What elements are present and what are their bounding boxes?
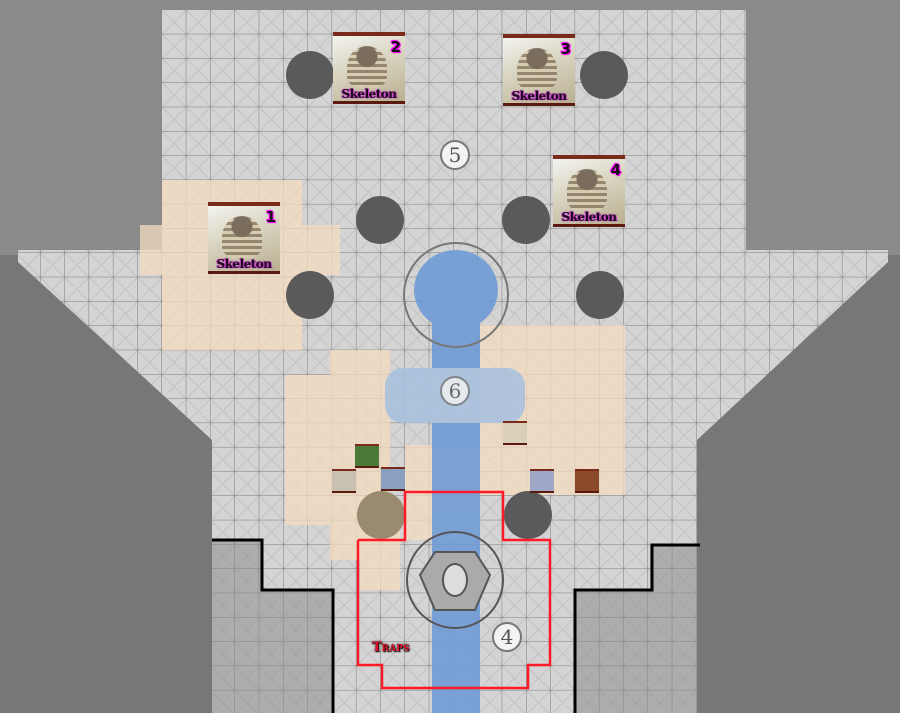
fountain-ring (403, 242, 509, 348)
hero-token[interactable] (381, 467, 405, 491)
water-channel (385, 250, 525, 713)
hero-token[interactable] (355, 444, 379, 468)
skeleton-token-2[interactable]: 2 Skeleton (333, 32, 405, 104)
wall-lines (212, 538, 700, 713)
skeleton-token-1[interactable]: 1 Skeleton (208, 202, 280, 274)
hero-token[interactable] (332, 469, 356, 493)
hero-token[interactable] (575, 469, 599, 493)
token-number: 1 (265, 208, 276, 226)
token-name: Skeleton (561, 210, 617, 224)
token-name: Skeleton (511, 89, 567, 103)
trap-outline (356, 490, 552, 690)
rock-right (697, 255, 900, 713)
skeleton-portrait (222, 216, 262, 258)
skeleton-portrait (517, 48, 557, 90)
skeleton-portrait (567, 169, 607, 211)
token-name: Skeleton (341, 87, 397, 101)
token-number: 2 (390, 38, 401, 56)
room-marker-5: 5 (440, 140, 470, 170)
skeleton-portrait (347, 46, 387, 88)
room-marker-4: 4 (492, 622, 522, 652)
rock-left (0, 255, 212, 713)
token-number: 4 (610, 161, 621, 179)
hero-token[interactable] (503, 421, 527, 445)
traps-label: Traps (372, 640, 410, 655)
room-marker-6: 6 (440, 376, 470, 406)
token-number: 3 (560, 40, 571, 58)
skeleton-token-3[interactable]: 3 Skeleton (503, 34, 575, 106)
statue-icon (406, 531, 504, 629)
hero-token[interactable] (530, 469, 554, 493)
token-name: Skeleton (216, 257, 272, 271)
skeleton-token-4[interactable]: 4 Skeleton (553, 155, 625, 227)
pillars (286, 51, 628, 539)
bottom-dark-floor (212, 540, 697, 713)
